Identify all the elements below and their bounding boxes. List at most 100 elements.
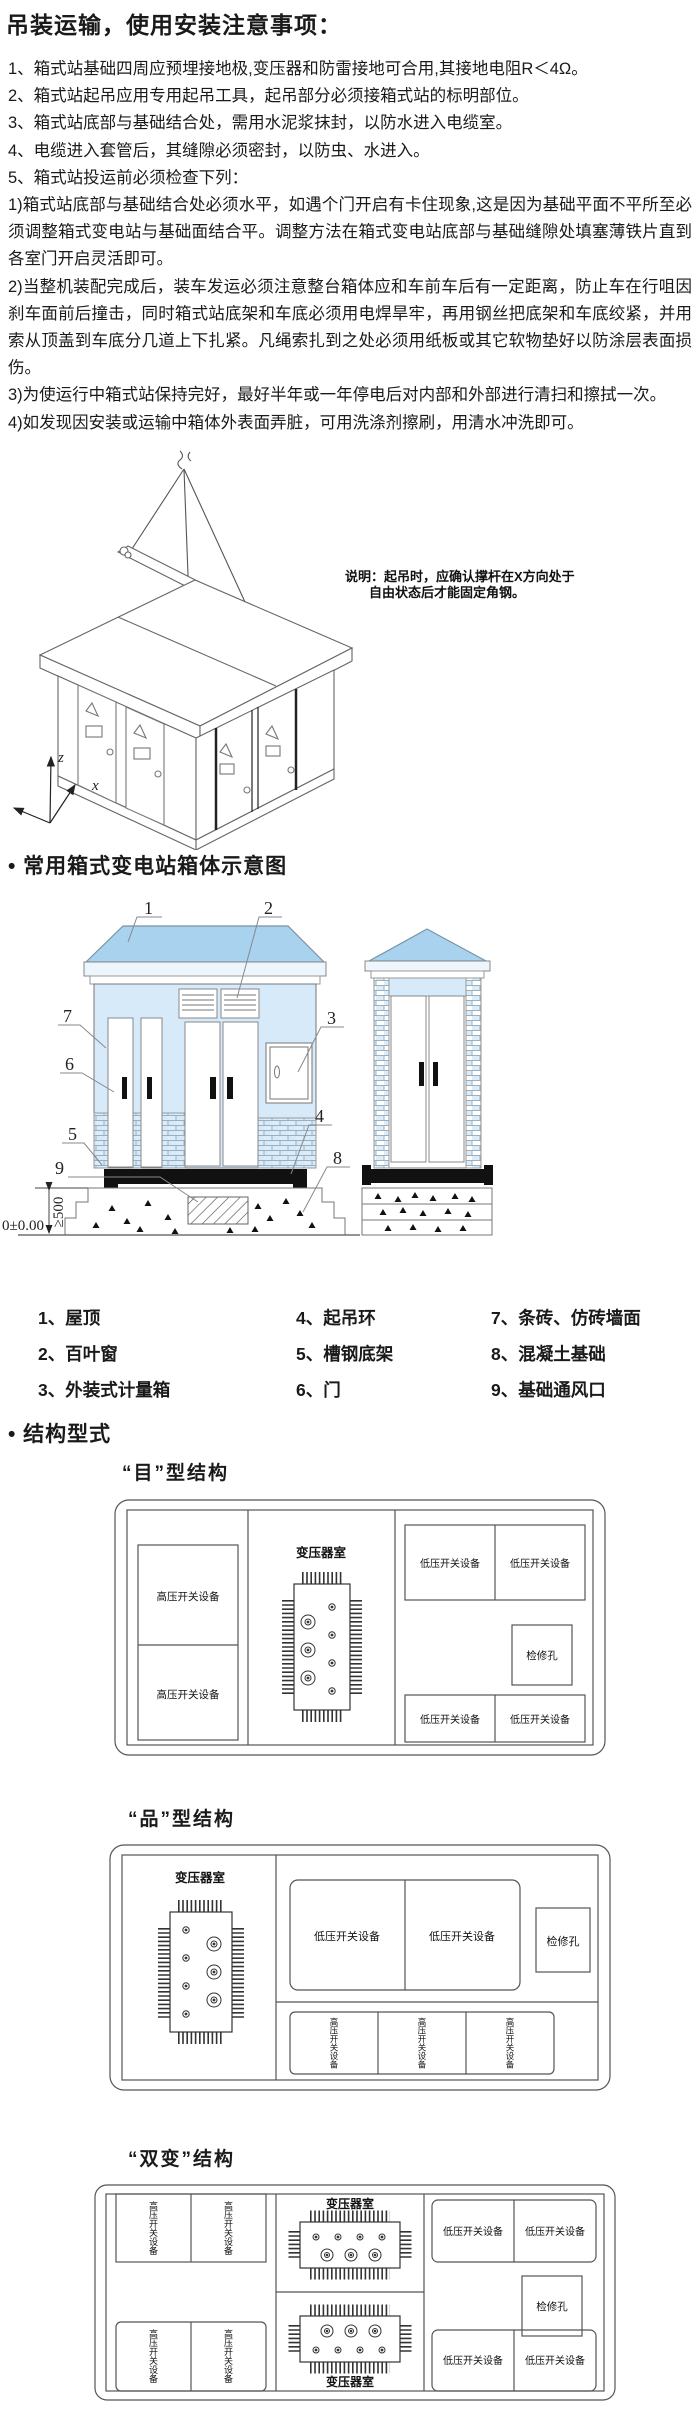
note-item: 1、箱式站基础四周应预埋接地极,变压器和防雷接地可合用,其接地电阻R＜4Ω。	[8, 60, 588, 78]
svg-text:高压开关设备: 高压开关设备	[148, 2328, 158, 2383]
legend-item: 2、百叶窗	[38, 1344, 118, 1364]
svg-text:低压开关设备: 低压开关设备	[510, 1557, 570, 1570]
side-doors	[390, 995, 465, 1163]
note-item: 4、电缆进入套管后，其缝隙必须密封，以防虫、水进入。	[8, 141, 430, 160]
note-sub-item: 3)为使运行中箱式站保持完好，最好半年或一年停电后对内部和外部进行清扫和擦拭一次…	[8, 386, 667, 405]
callout-2: 2	[264, 900, 273, 918]
hoisting-note-line1: 说明：起吊时，应确认撑杆在X方向处于	[345, 569, 575, 584]
svg-text:检修孔: 检修孔	[547, 1934, 580, 1948]
svg-text:低压开关设备: 低压开关设备	[420, 1557, 480, 1570]
schematic-heading: • 常用箱式变电站箱体示意图	[8, 855, 288, 878]
legend-item: 6、门	[296, 1380, 341, 1400]
callout-1: 1	[144, 900, 153, 918]
svg-text:高压开关设备: 高压开关设备	[157, 1590, 220, 1603]
note-sub-item: 4)如发现因安装或运输中箱体外表面弄脏，可用洗涤剂擦刷，用清水冲洗即可。	[8, 413, 584, 432]
note-sub-item: 2)当整机装配完成后，装车发运必须注意整台箱体应和车前车后有一定距离，防止车在行…	[8, 277, 692, 378]
double-structure-diagram: 变压器室 变压器室 高压开关设备 高压开关设备 高压开关设备 高压开关设备 低压…	[94, 2184, 616, 2401]
svg-text:低压开关设备: 低压开关设备	[429, 1929, 495, 1943]
axis-arrows	[12, 755, 76, 824]
doors-right-wall	[214, 689, 298, 830]
page-title: 吊装运输，使用安装注意事项：	[6, 12, 342, 38]
double-labels: 变压器室 变压器室 高压开关设备 高压开关设备 高压开关设备 高压开关设备 低压…	[148, 2196, 585, 2389]
svg-text:低压开关设备: 低压开关设备	[314, 1929, 380, 1943]
svg-text:高压开关设备: 高压开关设备	[417, 2017, 427, 2070]
structures-heading: • 结构型式	[8, 1423, 112, 1446]
roof	[84, 925, 326, 963]
note-item: 3、箱式站底部与基础结合处，需用水泥浆抹封，以防水进入电缆室。	[8, 114, 513, 133]
axis-x-label: x	[91, 778, 99, 794]
louver-windows	[178, 988, 260, 1019]
callout-7: 7	[63, 1006, 72, 1026]
front-elevation: ≥500 0±0.00	[2, 925, 360, 1236]
legend-column: 4、起吊环 5、槽钢底架 6、门	[296, 1300, 393, 1408]
svg-text:变压器室: 变压器室	[296, 1545, 347, 1560]
dimension-lines	[35, 1182, 88, 1234]
svg-text:检修孔: 检修孔	[526, 1649, 558, 1662]
svg-text:变压器室: 变压器室	[326, 2374, 374, 2389]
metering-box	[265, 1042, 313, 1104]
brick-column	[373, 977, 390, 1169]
svg-text:变压器室: 变压器室	[326, 2196, 374, 2211]
channel-base	[104, 1169, 307, 1188]
mu-labels: 变压器室 高压开关设备 高压开关设备 低压开关设备 低压开关设备 检修孔 低压开…	[157, 1545, 571, 1726]
note-item: 5、箱式站投运前必须检查下列：	[8, 168, 249, 187]
mu-structure-title: “目”型结构	[122, 1463, 230, 1484]
callout-3: 3	[327, 1008, 336, 1028]
hoisting-figure: 说明：起吊时，应确认撑杆在X方向处于 自由状态后才能固定角钢。 z x	[12, 450, 575, 850]
pin-structure-diagram: 变压器室 低压开关设备 低压开关设备 检修孔 高压开关设备 高压开关设备 高压开…	[109, 1844, 611, 2091]
svg-text:低压开关设备: 低压开关设备	[443, 2354, 503, 2367]
brick-wall-band	[93, 1112, 317, 1169]
svg-text:高压开关设备: 高压开关设备	[148, 2200, 158, 2255]
pin-structure-title: “品”型结构	[128, 1809, 236, 1830]
pin-labels: 变压器室 低压开关设备 低压开关设备 检修孔 高压开关设备 高压开关设备 高压开…	[175, 1870, 580, 2069]
callout-6: 6	[65, 1054, 74, 1074]
legend-item: 1、屋顶	[38, 1308, 101, 1328]
note-sub-item: 1)箱式站底部与基础结合处必须水平，如遇个门开启有卡住现象,这是因为基础平面不平…	[8, 196, 692, 269]
legend-item: 3、外装式计量箱	[38, 1380, 171, 1400]
side-elevation	[361, 928, 493, 1236]
callout-4: 4	[315, 1106, 324, 1126]
doors-left-wall	[77, 684, 165, 826]
svg-text:低压开关设备: 低压开关设备	[525, 2354, 585, 2367]
svg-text:低压开关设备: 低压开关设备	[420, 1713, 480, 1726]
callout-8: 8	[333, 1148, 342, 1168]
axis-z-label: z	[57, 750, 64, 766]
svg-text:变压器室: 变压器室	[175, 1870, 226, 1885]
dim-level-label: 0±0.00	[2, 1218, 44, 1234]
transformer-symbol	[288, 2210, 412, 2280]
front-doors	[107, 1017, 259, 1168]
callout-leaders	[58, 916, 350, 1213]
callout-9: 9	[55, 1158, 64, 1178]
legend-item: 7、条砖、仿砖墙面	[491, 1308, 641, 1328]
side-roof	[368, 928, 487, 962]
note-item: 2、箱式站起吊应用专用起吊工具，起吊部分必须接箱式站的标明部位。	[8, 87, 529, 106]
svg-text:高压开关设备: 高压开关设备	[157, 1688, 220, 1701]
legend-item: 4、起吊环	[296, 1308, 376, 1328]
mu-structure-diagram: 变压器室 高压开关设备 高压开关设备 低压开关设备 低压开关设备 检修孔 低压开…	[114, 1499, 606, 1756]
substation-box-isometric	[38, 545, 354, 850]
legend-item: 9、基础通风口	[491, 1380, 606, 1400]
hoisting-note-line2: 自由状态后才能固定角钢。	[369, 585, 525, 600]
svg-text:检修孔: 检修孔	[536, 2300, 568, 2313]
svg-text:低压开关设备: 低压开关设备	[525, 2225, 585, 2238]
notes-block: 1、箱式站基础四周应预埋接地极,变压器和防雷接地可合用,其接地电阻R＜4Ω。 2…	[8, 56, 692, 437]
svg-text:高压开关设备: 高压开关设备	[329, 2017, 339, 2070]
transformer-symbol	[158, 1900, 244, 2044]
transformer-symbol	[282, 1572, 362, 1722]
svg-text:低压开关设备: 低压开关设备	[443, 2225, 503, 2238]
dim-height-label: ≥500	[51, 1197, 67, 1228]
double-structure-title: “双变”结构	[128, 2149, 236, 2170]
svg-text:低压开关设备: 低压开关设备	[510, 1713, 570, 1726]
legend-item: 8、混凝土基础	[491, 1344, 606, 1364]
svg-text:高压开关设备: 高压开关设备	[223, 2328, 233, 2383]
svg-text:高压开关设备: 高压开关设备	[223, 2200, 233, 2255]
transformer-symbol	[288, 2304, 412, 2374]
elevation-drawing: ≥500 0±0.00	[2, 900, 493, 1236]
callout-5: 5	[68, 1124, 77, 1144]
svg-text:高压开关设备: 高压开关设备	[505, 2017, 515, 2070]
callout-numbers: 1 2 3 4 5 6 7 8 9	[55, 900, 342, 1178]
brick-column	[465, 977, 482, 1169]
legend-column: 1、屋顶 2、百叶窗 3、外装式计量箱	[38, 1300, 170, 1408]
side-channel-base	[362, 1165, 493, 1185]
